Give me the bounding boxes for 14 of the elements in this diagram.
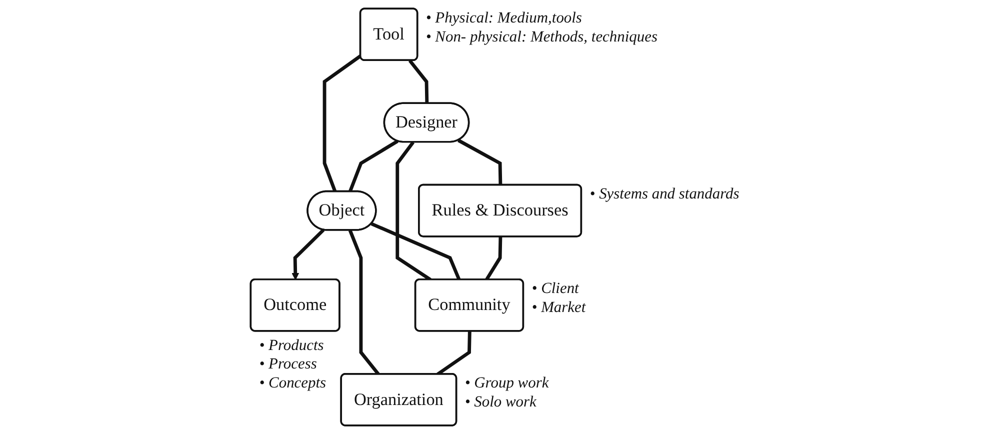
arrow bbox=[292, 228, 325, 280]
connector bbox=[457, 138, 502, 186]
connector bbox=[408, 60, 429, 104]
note-text: • Physical: Medium,tools • Non- physical: Methods, techniques bbox=[426, 9, 658, 46]
connector bbox=[370, 222, 461, 280]
note-text: • Systems and standards bbox=[590, 186, 740, 203]
note-text: • Client • Market bbox=[532, 280, 586, 316]
connector bbox=[436, 331, 472, 376]
connector bbox=[485, 236, 502, 281]
connector bbox=[348, 230, 380, 376]
connector bbox=[348, 140, 399, 192]
connector bbox=[322, 54, 362, 192]
note-text: • Group work • Solo work bbox=[464, 374, 549, 410]
note-text: • Products • Process • Concepts bbox=[259, 336, 326, 392]
